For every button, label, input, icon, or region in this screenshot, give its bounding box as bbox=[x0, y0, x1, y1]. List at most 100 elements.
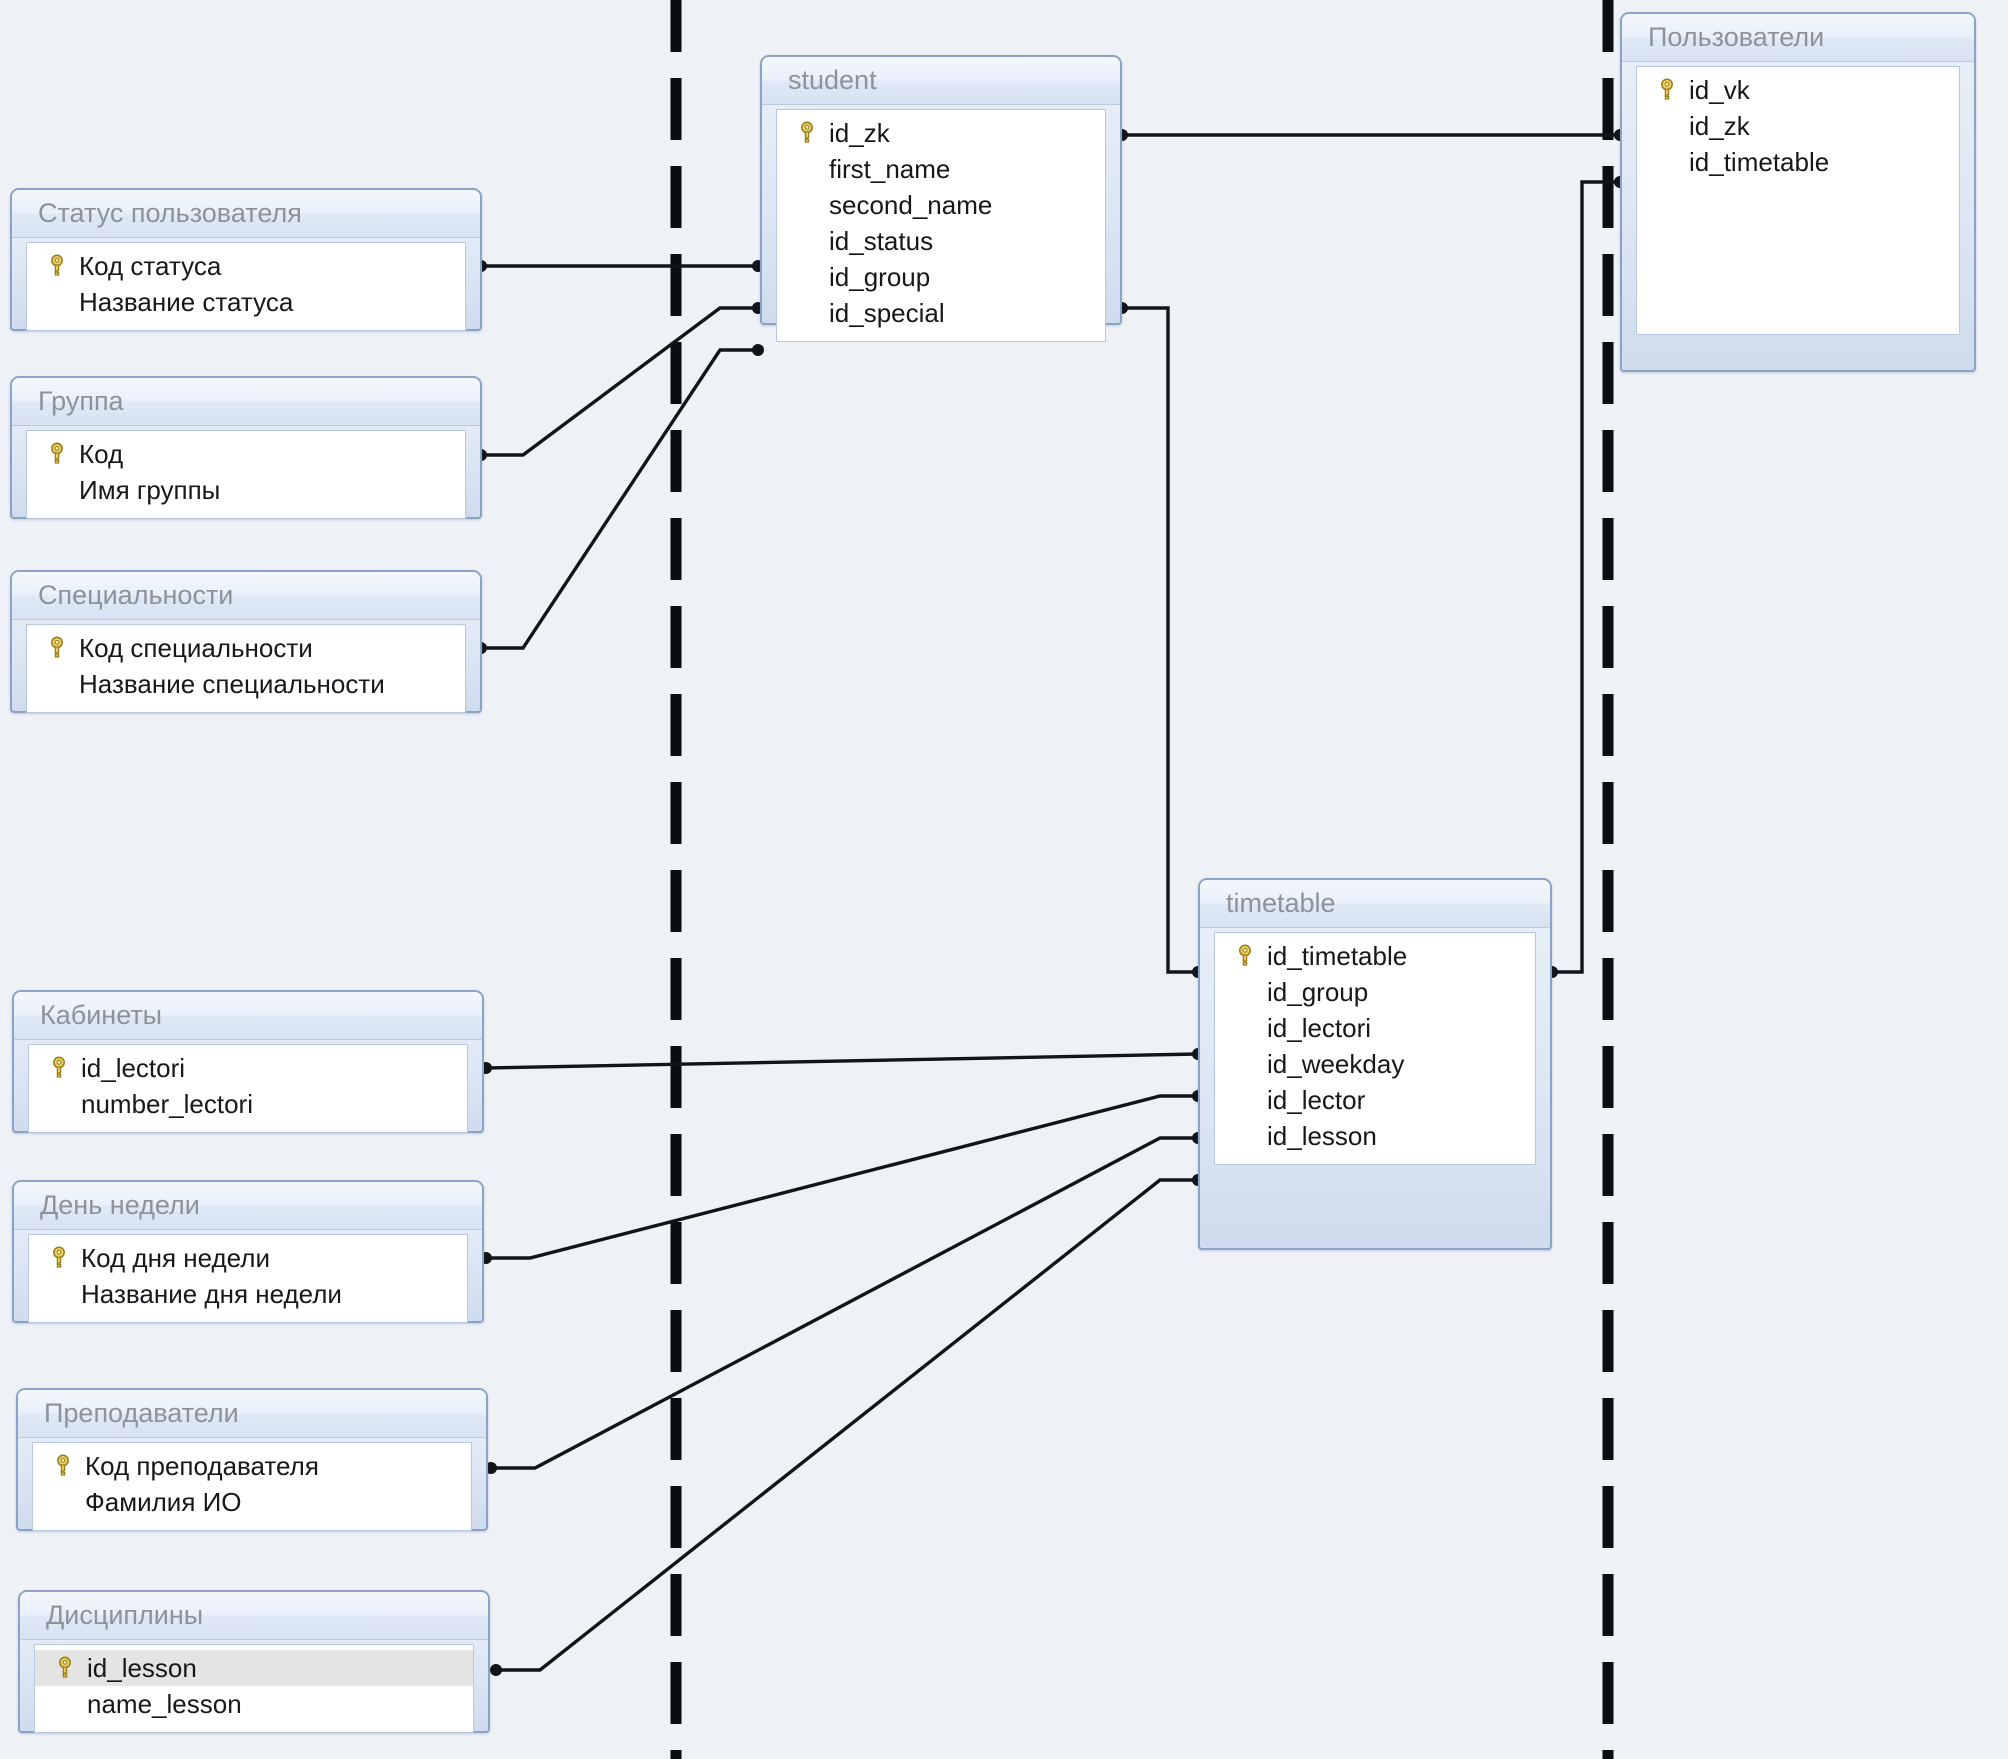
entity-title: student bbox=[762, 57, 1120, 105]
relation-gruppa-student bbox=[481, 306, 760, 457]
entity-title: Пользователи bbox=[1622, 14, 1974, 62]
relation-timetable-polzovateli bbox=[1552, 180, 1620, 974]
entity-discipliny[interactable]: Дисциплины id_lesson name_lesson bbox=[18, 1590, 490, 1733]
entity-title: Преподаватели bbox=[18, 1390, 486, 1438]
field-name: Название статуса bbox=[79, 286, 294, 317]
entity-title: timetable bbox=[1200, 880, 1550, 928]
field-name: id_zk bbox=[829, 117, 890, 148]
entity-field-list: id_zk first_name second_name id_status i… bbox=[776, 109, 1106, 342]
field-name: Код статуса bbox=[79, 250, 222, 281]
field-name: id_lesson bbox=[1267, 1120, 1377, 1151]
field-name: Код дня недели bbox=[81, 1242, 270, 1273]
entity-field-list: Код статуса Название статуса bbox=[26, 242, 466, 331]
relation-kabinety-timetable bbox=[485, 1052, 1199, 1070]
entity-gruppa[interactable]: Группа Код Имя группы bbox=[10, 376, 482, 519]
relation-student-timetable bbox=[1122, 306, 1200, 974]
field-row[interactable]: id_lesson bbox=[35, 1650, 473, 1686]
relation-prepodavateli-timetable bbox=[491, 1136, 1198, 1470]
key-icon bbox=[39, 1056, 79, 1080]
field-name: id_group bbox=[829, 261, 931, 292]
entity-kabinety[interactable]: Кабинеты id_lectori number_lectori bbox=[12, 990, 484, 1133]
field-row[interactable]: Название специальности bbox=[27, 666, 465, 702]
entity-field-list: Код преподавателя Фамилия ИО bbox=[32, 1442, 472, 1531]
entity-field-list: Код Имя группы bbox=[26, 430, 466, 519]
field-row[interactable]: id_timetable bbox=[1215, 938, 1535, 974]
field-row[interactable]: id_timetable bbox=[1637, 144, 1959, 180]
field-row[interactable]: second_name bbox=[777, 187, 1105, 223]
field-name: Имя группы bbox=[79, 474, 221, 505]
field-row[interactable]: id_group bbox=[1215, 974, 1535, 1010]
entity-title: Кабинеты bbox=[14, 992, 482, 1040]
field-row[interactable]: Код дня недели bbox=[29, 1240, 467, 1276]
field-name: id_timetable bbox=[1267, 940, 1408, 971]
entity-polzovateli[interactable]: Пользователи id_vk id_zk id_timetable bbox=[1620, 12, 1976, 372]
field-name: id_status bbox=[829, 225, 934, 256]
field-row[interactable]: id_lector bbox=[1215, 1082, 1535, 1118]
field-row[interactable]: Имя группы bbox=[27, 472, 465, 508]
entity-status-polzovatelya[interactable]: Статус пользователя Код статуса Название… bbox=[10, 188, 482, 331]
key-icon bbox=[37, 636, 77, 660]
field-row[interactable]: Код преподавателя bbox=[33, 1448, 471, 1484]
field-row[interactable]: Код bbox=[27, 436, 465, 472]
field-row[interactable]: id_weekday bbox=[1215, 1046, 1535, 1082]
key-icon bbox=[37, 254, 77, 278]
key-icon bbox=[37, 442, 77, 466]
entity-title: Дисциплины bbox=[20, 1592, 488, 1640]
field-name: Код преподавателя bbox=[85, 1450, 319, 1481]
field-name: number_lectori bbox=[81, 1088, 253, 1119]
field-row[interactable]: number_lectori bbox=[29, 1086, 467, 1122]
relation-special-student bbox=[481, 348, 760, 650]
entity-specialnosti[interactable]: Специальности Код специальности Название… bbox=[10, 570, 482, 713]
field-name: Фамилия ИО bbox=[85, 1486, 242, 1517]
key-icon bbox=[45, 1656, 85, 1680]
field-row[interactable]: id_lesson bbox=[1215, 1118, 1535, 1154]
entity-timetable[interactable]: timetable id_timetable id_group id_lecto… bbox=[1198, 878, 1552, 1250]
field-row[interactable]: Фамилия ИО bbox=[33, 1484, 471, 1520]
field-name: Код специальности bbox=[79, 632, 313, 663]
field-row[interactable]: id_group bbox=[777, 259, 1105, 295]
field-name: id_lectori bbox=[1267, 1012, 1372, 1043]
field-name: id_special bbox=[829, 297, 945, 328]
entity-student[interactable]: student id_zk first_name second_name id_… bbox=[760, 55, 1122, 342]
relation-dennedeli-timetable bbox=[486, 1094, 1198, 1260]
key-icon bbox=[1225, 944, 1265, 968]
field-name: id_zk bbox=[1689, 110, 1750, 141]
field-row[interactable]: Код статуса bbox=[27, 248, 465, 284]
entity-field-list: id_lectori number_lectori bbox=[28, 1044, 468, 1133]
key-icon bbox=[39, 1246, 79, 1270]
field-name: Код bbox=[79, 438, 124, 469]
field-row[interactable]: name_lesson bbox=[35, 1686, 473, 1722]
field-row[interactable]: id_lectori bbox=[29, 1050, 467, 1086]
field-row[interactable]: id_zk bbox=[1637, 108, 1959, 144]
entity-den-nedeli[interactable]: День недели Код дня недели Название дня … bbox=[12, 1180, 484, 1323]
entity-prepodavateli[interactable]: Преподаватели Код преподавателя Фамилия … bbox=[16, 1388, 488, 1531]
field-name: id_lector bbox=[1267, 1084, 1366, 1115]
field-name: Название специальности bbox=[79, 668, 385, 699]
field-row[interactable]: id_status bbox=[777, 223, 1105, 259]
field-row[interactable]: Код специальности bbox=[27, 630, 465, 666]
entity-title: Специальности bbox=[12, 572, 480, 620]
field-row[interactable]: first_name bbox=[777, 151, 1105, 187]
field-row[interactable]: Название дня недели bbox=[29, 1276, 467, 1312]
field-name: id_group bbox=[1267, 976, 1369, 1007]
field-name: id_lesson bbox=[87, 1652, 197, 1683]
field-row[interactable]: id_vk bbox=[1637, 72, 1959, 108]
entity-title: Статус пользователя bbox=[12, 190, 480, 238]
relation-discipliny-timetable bbox=[496, 1178, 1198, 1672]
field-name: second_name bbox=[829, 189, 993, 220]
field-row[interactable]: id_lectori bbox=[1215, 1010, 1535, 1046]
field-row[interactable]: id_zk bbox=[777, 115, 1105, 151]
field-row[interactable]: Название статуса bbox=[27, 284, 465, 320]
key-icon bbox=[1647, 78, 1687, 102]
field-name: id_vk bbox=[1689, 74, 1750, 105]
field-name: id_weekday bbox=[1267, 1048, 1405, 1079]
field-name: first_name bbox=[829, 153, 951, 184]
key-icon bbox=[43, 1454, 83, 1478]
entity-field-list: Код специальности Название специальности bbox=[26, 624, 466, 713]
field-name: Название дня недели bbox=[81, 1278, 342, 1309]
entity-field-list: id_timetable id_group id_lectori id_week… bbox=[1214, 932, 1536, 1165]
entity-field-list: id_lesson name_lesson bbox=[34, 1644, 474, 1733]
entity-field-list: id_vk id_zk id_timetable bbox=[1636, 66, 1960, 335]
field-row[interactable]: id_special bbox=[777, 295, 1105, 331]
